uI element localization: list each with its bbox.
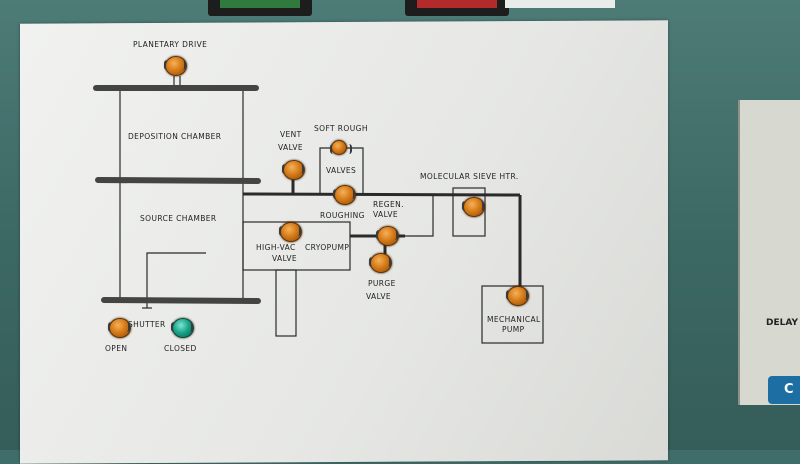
vent-valve-label-line2: VALVE	[278, 143, 304, 152]
shutter-label: SHUTTER	[128, 320, 166, 329]
side-delay-label: DELAY	[766, 318, 798, 328]
purge-valve-lamp-icon	[369, 253, 392, 273]
roughing-label: ROUGHING	[320, 211, 365, 220]
high-vac-label-line2: VALVE	[272, 254, 298, 263]
bottom-flange-bar	[101, 297, 261, 304]
roughing-main-line	[242, 192, 521, 197]
deposition-chamber-label: DEPOSITION CHAMBER	[128, 132, 222, 141]
vent-valve-lamp-icon	[282, 160, 305, 180]
regen-valve-lamp-icon	[376, 226, 399, 246]
planetary-drive-label: PLANETARY DRIVE	[133, 40, 208, 49]
green-indicator-housing	[208, 0, 312, 16]
soft-rough-label: SOFT ROUGH	[314, 124, 368, 133]
source-chamber-label: SOURCE CHAMBER	[140, 214, 217, 223]
shutter-arm-line	[146, 252, 206, 308]
mechanical-pump-label-line1: MECHANICAL	[487, 315, 541, 324]
high-vac-valve-lamp-icon	[279, 222, 302, 242]
red-indicator-housing	[405, 0, 509, 16]
soft-rough-lamp-icon	[330, 140, 352, 155]
planetary-drive-lamp-icon	[164, 56, 187, 76]
molecular-sieve-label: MOLECULAR SIEVE HTR.	[420, 172, 519, 181]
open-label: OPEN	[105, 344, 128, 353]
regen-valve-label-line1: REGEN.	[373, 200, 404, 209]
purge-valve-label-line1: PURGE	[368, 279, 396, 288]
vacuum-schematic	[93, 76, 544, 344]
shutter-open-lamp-icon	[108, 318, 131, 338]
closed-label: CLOSED	[164, 344, 197, 353]
middle-flange-bar	[95, 177, 261, 184]
molecular-sieve-lamp-icon	[462, 197, 485, 217]
regen-valve-label-line2: VALVE	[373, 210, 399, 219]
mechanical-pump-lamp-icon	[506, 286, 529, 306]
vent-valve-label-line1: VENT	[280, 130, 302, 139]
valves-label: VALVES	[326, 166, 357, 175]
white-label-strip	[505, 0, 615, 8]
side-control-box	[738, 100, 800, 405]
cryopump-stem	[275, 269, 297, 337]
purge-valve-label-line2: VALVE	[366, 292, 392, 301]
high-vac-label-line1: HIGH-VAC	[256, 243, 296, 252]
roughing-valve-lamp-icon	[333, 185, 356, 205]
side-control-tab: C	[768, 376, 800, 404]
molecular-sieve-box	[452, 187, 486, 237]
cryopump-label: CRYOPUMP	[305, 243, 350, 252]
mechanical-pump-label-line2: PUMP	[502, 325, 525, 334]
shutter-closed-lamp-icon	[171, 318, 194, 338]
